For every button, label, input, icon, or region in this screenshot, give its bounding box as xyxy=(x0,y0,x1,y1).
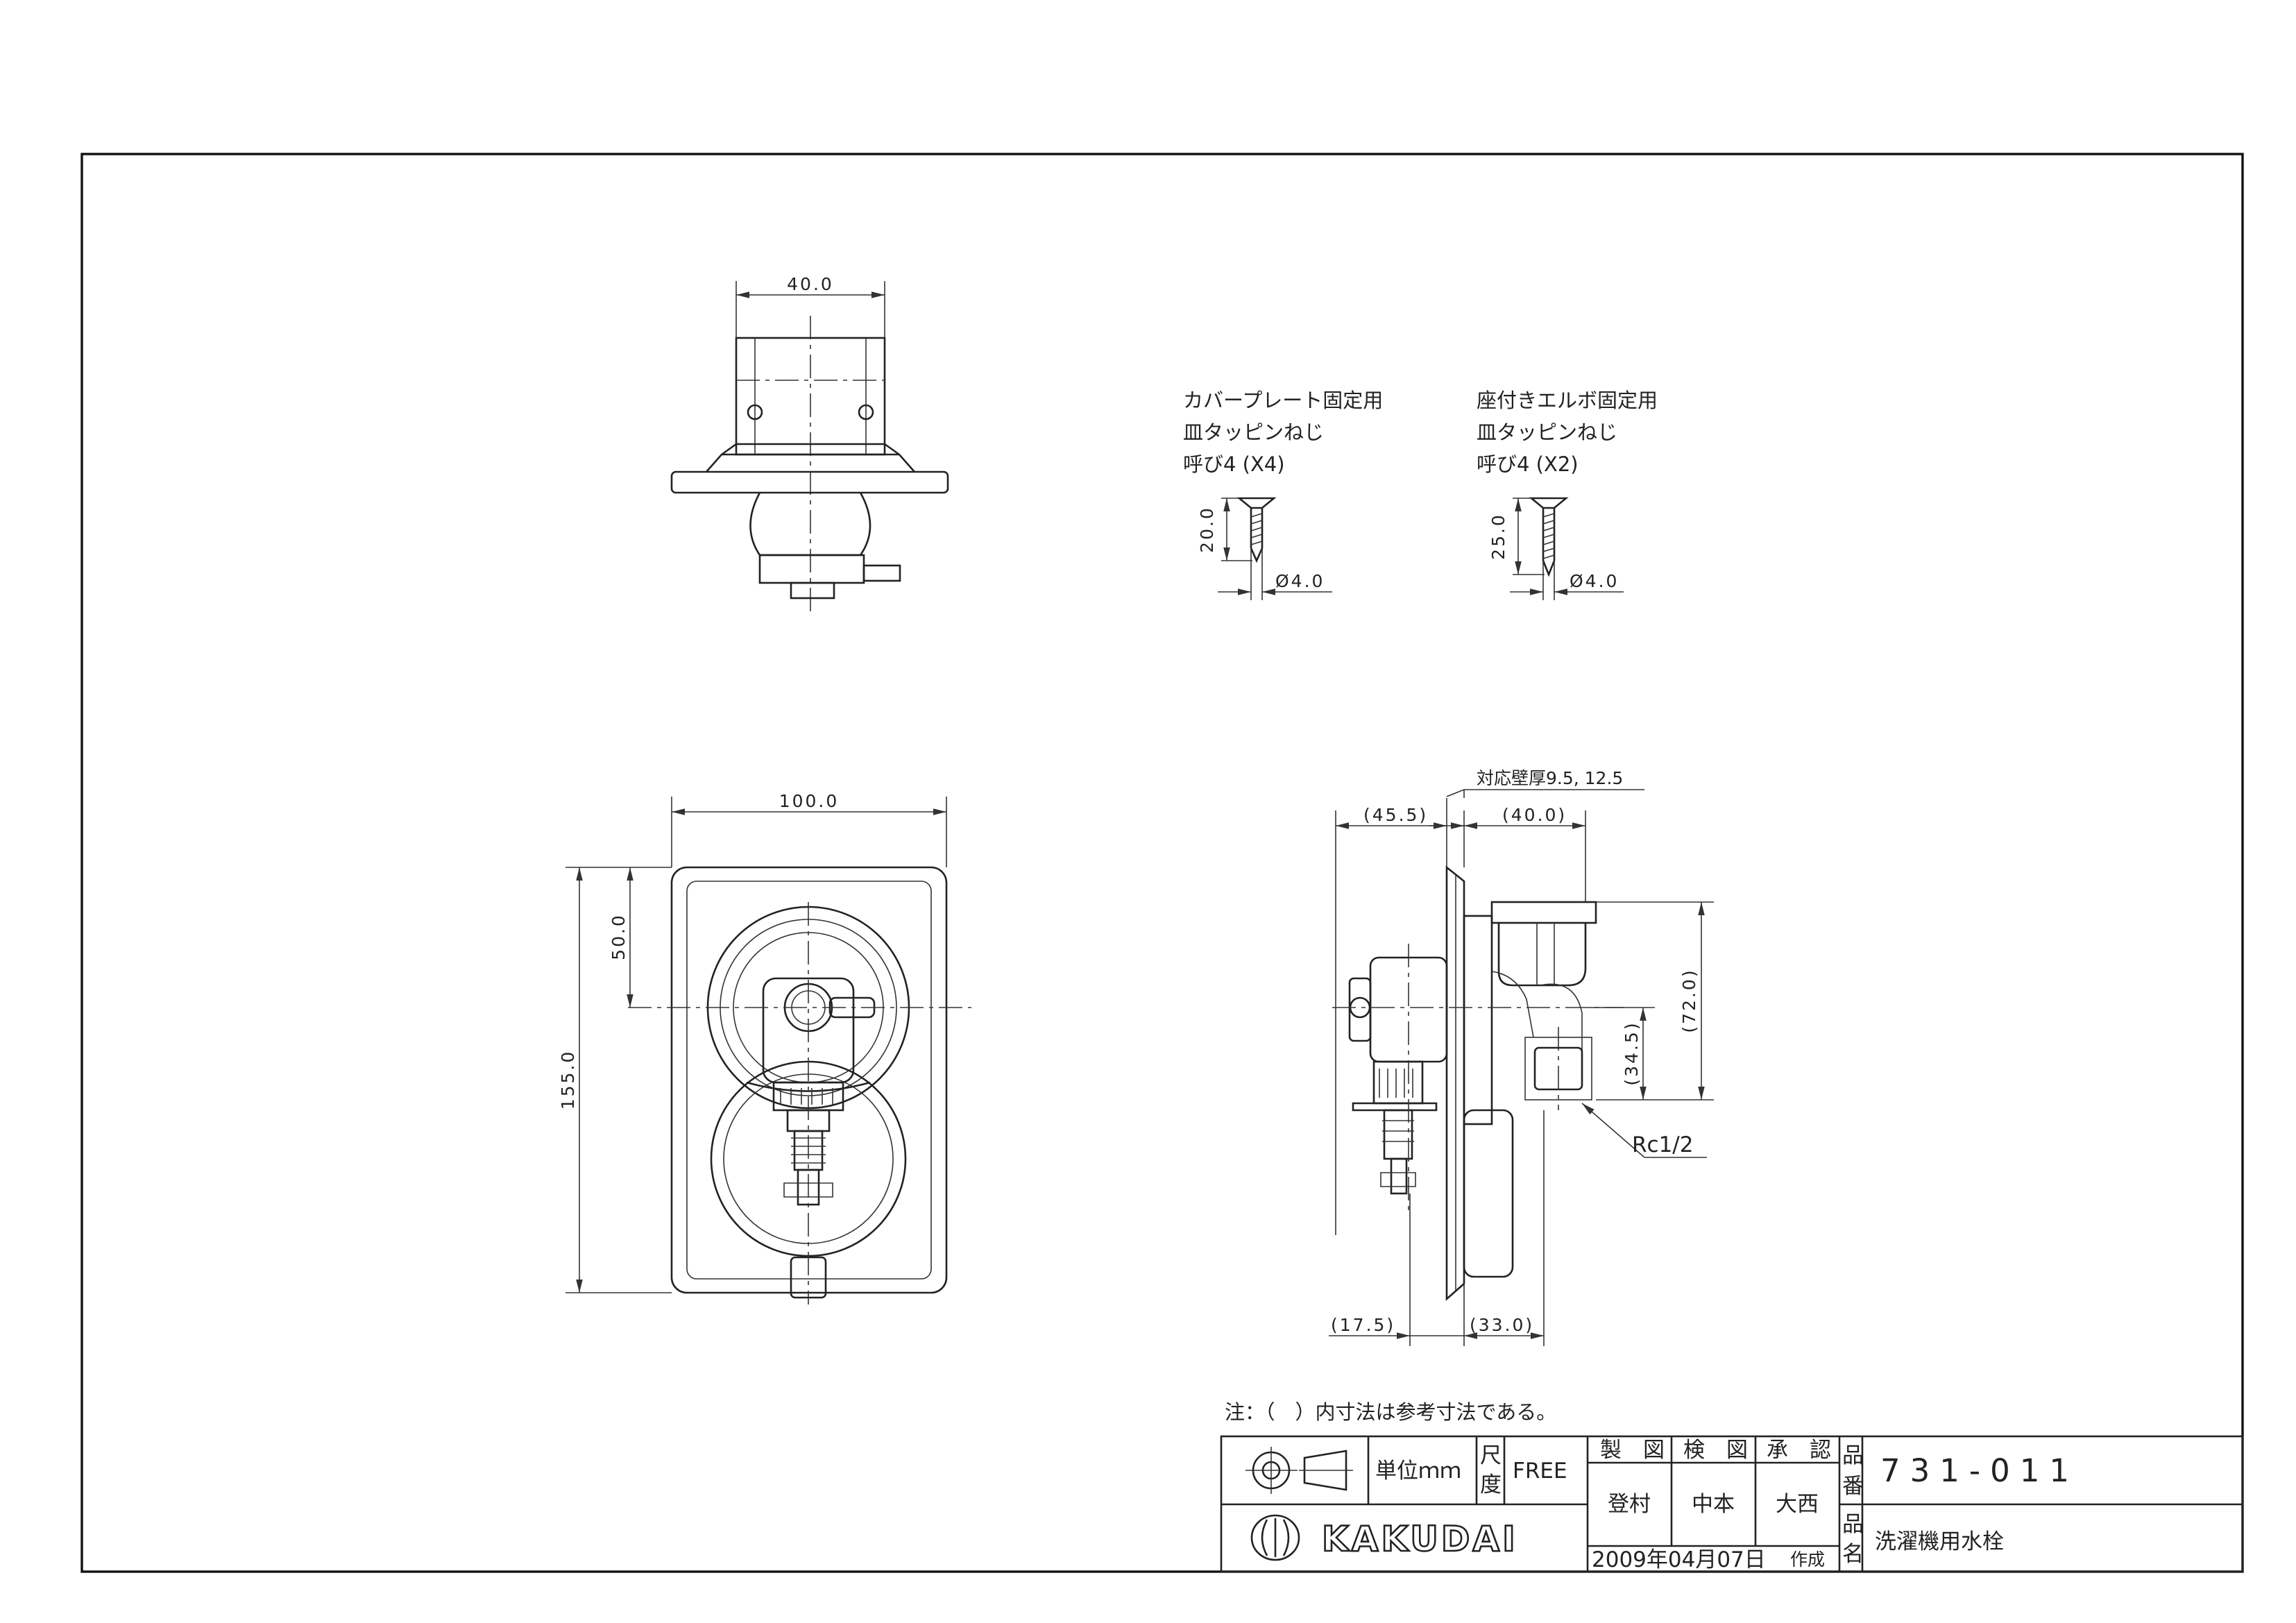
front-view: 100.0 155.0 50.0 xyxy=(558,791,971,1305)
part-name: 洗濯機用水栓 xyxy=(1875,1529,2004,1554)
screw-1-diameter: Ø4.0 xyxy=(1275,571,1325,591)
dim-front-height: 155.0 xyxy=(558,1050,578,1110)
title-block: 単位ｍｍ 尺 度 FREE 製 図 検 図 承 認 登村 中本 大西 2009年… xyxy=(1220,1435,2244,1573)
side-view: (45.5) (40.0) 対応壁厚9.5, 12.5 (72.0) (34.5… xyxy=(1329,768,1714,1346)
screw-1-spec: 呼び4 (X4) xyxy=(1183,452,1285,476)
screw-2-diameter: Ø4.0 xyxy=(1570,571,1619,591)
screw-2-length: 25.0 xyxy=(1488,513,1508,560)
approved-by: 大西 xyxy=(1776,1492,1819,1517)
dim-side-outlet: (34.5) xyxy=(1622,1021,1642,1085)
part-number: 731-011 xyxy=(1880,1452,2079,1489)
unit-label: 単位ｍｍ xyxy=(1375,1459,1461,1484)
made-by: 登村 xyxy=(1608,1492,1651,1517)
approve-label: 承 認 xyxy=(1767,1438,1831,1463)
drawing-date: 2009年04月07日 xyxy=(1592,1547,1766,1572)
drawing-date-suffix: 作成 xyxy=(1790,1549,1825,1570)
made-label: 製 図 xyxy=(1600,1438,1665,1463)
screw-2-name: 皿タッピンねじ xyxy=(1477,420,1617,444)
top-view: 40.0 xyxy=(670,274,949,614)
part-no-label-2: 番 xyxy=(1842,1474,1864,1499)
dim-side-bottom-right: (33.0) xyxy=(1470,1315,1534,1335)
part-name-label-2: 名 xyxy=(1842,1542,1864,1567)
dim-side-wall: 対応壁厚9.5, 12.5 xyxy=(1477,768,1623,788)
kakudai-logo: KAKUDAI xyxy=(1250,1514,1518,1561)
screw-2: 座付きエルボ固定用 皿タッピンねじ 呼び4 (X2) 25.0 Ø4.0 xyxy=(1477,389,1658,600)
dim-front-center: 50.0 xyxy=(609,913,629,960)
dim-side-right: (40.0) xyxy=(1502,805,1567,825)
dim-top-width: 40.0 xyxy=(787,274,834,294)
scale-label-2: 度 xyxy=(1480,1472,1502,1497)
scale-label-1: 尺 xyxy=(1480,1443,1502,1468)
screw-1-purpose: カバープレート固定用 xyxy=(1183,389,1383,412)
screw-2-spec: 呼び4 (X2) xyxy=(1477,452,1579,476)
scale-value: FREE xyxy=(1513,1459,1567,1484)
logo-text: KAKUDAI xyxy=(1322,1519,1518,1559)
screw-2-purpose: 座付きエルボ固定用 xyxy=(1477,389,1658,412)
part-no-label-1: 品 xyxy=(1842,1443,1864,1468)
projection-symbol xyxy=(1245,1447,1353,1494)
checked-by: 中本 xyxy=(1692,1492,1735,1517)
dim-side-bottom-left: (17.5) xyxy=(1331,1315,1395,1335)
screw-1: カバープレート固定用 皿タッピンねじ 呼び4 (X4) 20.0 Ø4.0 xyxy=(1183,389,1383,600)
sheet-border xyxy=(80,153,2244,1573)
dim-front-width: 100.0 xyxy=(779,791,840,811)
dim-side-thread: Rc1/2 xyxy=(1632,1132,1693,1157)
check-label: 検 図 xyxy=(1683,1438,1748,1463)
part-name-label-1: 品 xyxy=(1842,1512,1864,1537)
screw-1-length: 20.0 xyxy=(1197,506,1217,553)
dim-side-height: (72.0) xyxy=(1679,968,1699,1033)
dim-side-left: (45.5) xyxy=(1363,805,1428,825)
reference-note: 注：（ ）内寸法は参考寸法である。 xyxy=(1225,1400,1556,1424)
screw-1-name: 皿タッピンねじ xyxy=(1183,420,1324,444)
